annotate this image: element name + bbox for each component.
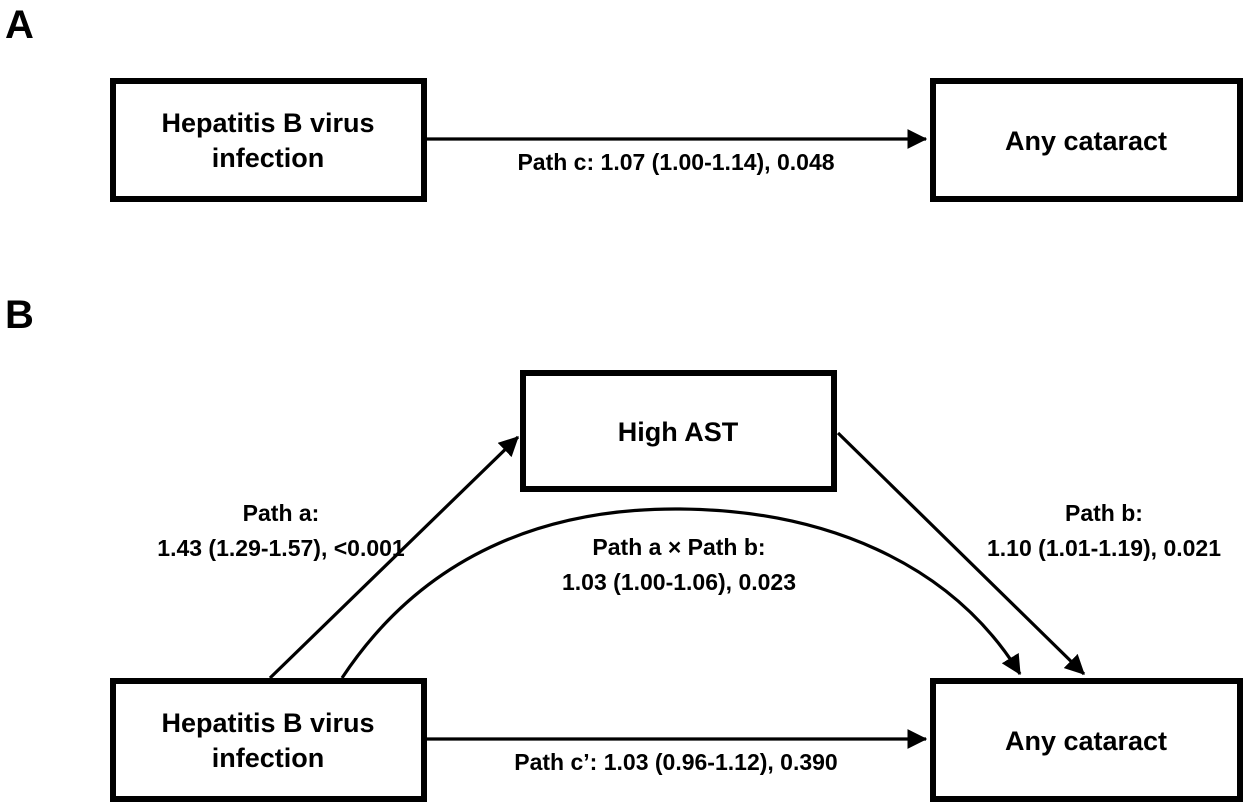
panel-a-letter: A	[5, 3, 34, 47]
panel-b-path-a-arrow	[268, 435, 520, 680]
panel-b-exposure-label-line2: infection	[212, 743, 325, 773]
panel-b-exposure-box	[110, 678, 427, 802]
panel-b-outcome-box	[930, 678, 1243, 802]
panel-b: B High AST Hepatitis B virus infection A…	[5, 293, 1243, 802]
panel-b-mediator-label: High AST	[618, 417, 739, 447]
panel-b-path-b-label-line1: Path b:	[1065, 500, 1143, 526]
panel-a-outcome-label: Any cataract	[1005, 126, 1167, 156]
panel-a-exposure-label-line2: infection	[212, 143, 325, 173]
panel-b-path-b-label-line2: 1.10 (1.01-1.19), 0.021	[987, 535, 1221, 561]
panel-a-path-c-label: Path c: 1.07 (1.00-1.14), 0.048	[517, 149, 834, 175]
panel-b-mediator-box	[520, 370, 837, 492]
panel-a-outcome-node: Any cataract	[930, 78, 1243, 202]
panel-b-exposure-node: Hepatitis B virus infection	[110, 678, 427, 802]
panel-a-exposure-label-line1: Hepatitis B virus	[161, 108, 374, 138]
panel-b-path-c-prime-label: Path c’: 1.03 (0.96-1.12), 0.390	[514, 749, 837, 775]
panel-b-indirect-effect-label-line2: 1.03 (1.00-1.06), 0.023	[562, 569, 796, 595]
panel-b-path-a-label-line2: 1.43 (1.29-1.57), <0.001	[157, 535, 405, 561]
panel-b-path-a-label-line1: Path a:	[243, 500, 320, 526]
panel-b-indirect-effect-label-line1: Path a × Path b:	[592, 534, 765, 560]
panel-b-mediator-node: High AST	[520, 370, 837, 492]
panel-a-exposure-box	[110, 78, 427, 202]
panel-b-outcome-label: Any cataract	[1005, 726, 1167, 756]
panel-b-outcome-node: Any cataract	[930, 678, 1243, 802]
panel-a: A Hepatitis B virus infection Any catara…	[5, 3, 1243, 202]
panel-b-path-b-arrow	[836, 431, 1086, 676]
panel-b-letter: B	[5, 293, 34, 337]
panel-b-exposure-label-line1: Hepatitis B virus	[161, 708, 374, 738]
panel-a-exposure-node: Hepatitis B virus infection	[110, 78, 427, 202]
panel-b-indirect-effect-curve	[340, 507, 1022, 679]
panel-a-outcome-box	[930, 78, 1243, 202]
